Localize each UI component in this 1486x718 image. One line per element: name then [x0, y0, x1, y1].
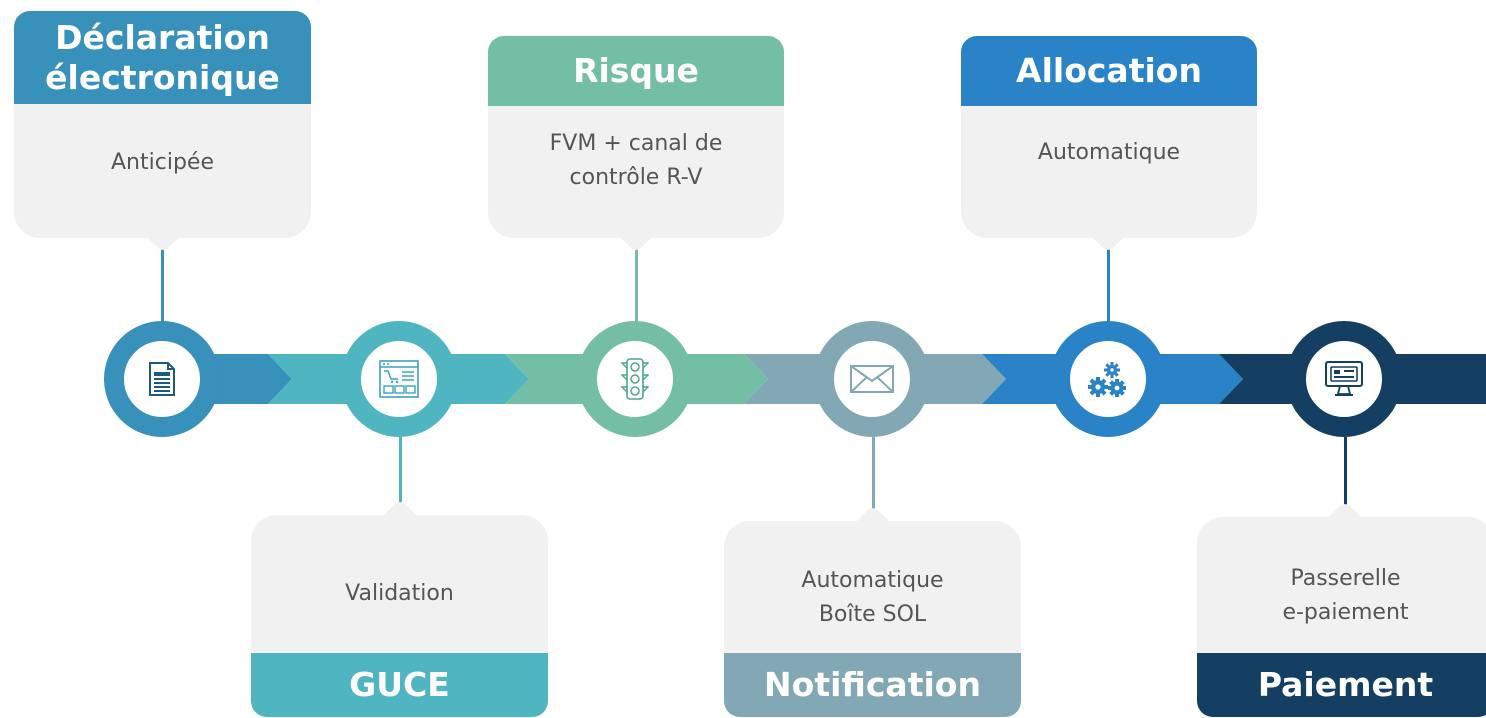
stage-title: GUCE [251, 653, 548, 717]
stage-node-6 [1286, 321, 1402, 437]
connector-5 [1107, 238, 1110, 322]
stage-title: Déclaration électronique [14, 11, 311, 104]
connector-2 [399, 437, 402, 515]
connector-4 [872, 437, 875, 521]
web-page-icon [379, 360, 419, 398]
stage-description: Automatique Boîte SOL [801, 567, 944, 627]
stage-title: Risque [488, 36, 784, 106]
stage-node-4 [814, 321, 930, 437]
stage-description: FVM + canal de contrôle R-V [549, 131, 723, 190]
computer-icon [1325, 361, 1363, 396]
stage-card-allocation: Allocation Automatique [961, 36, 1257, 238]
stage-description: Automatique [1037, 140, 1181, 165]
stage-card-risque: Risque FVM + canal de contrôle R-V [488, 36, 784, 238]
gears-icon [1088, 362, 1126, 397]
document-icon [149, 362, 175, 396]
stage-description: Passerelle e-paiement [1282, 566, 1409, 625]
stage-description: Anticipée [111, 150, 214, 175]
stage-node-5 [1050, 321, 1166, 437]
stage-card-notification: Automatique Boîte SOL Notification [724, 521, 1021, 717]
stage-title: Paiement [1197, 653, 1486, 717]
stage-node-3 [577, 321, 693, 437]
connector-3 [635, 238, 638, 322]
envelope-icon [850, 365, 894, 393]
stage-card-declaration: Déclaration électronique Anticipée [14, 11, 311, 238]
stage-node-2 [341, 321, 457, 437]
stage-card-guce: Validation GUCE [251, 515, 548, 717]
connector-6 [1344, 437, 1347, 517]
stage-title: Allocation [961, 36, 1257, 106]
stage-title: Notification [724, 653, 1021, 717]
stage-card-paiement: Passerelle e-paiement Paiement [1197, 517, 1486, 717]
stage-node-1 [104, 321, 220, 437]
connector-1 [161, 238, 164, 322]
traffic-light-icon [621, 358, 649, 400]
stage-description: Validation [345, 580, 454, 606]
